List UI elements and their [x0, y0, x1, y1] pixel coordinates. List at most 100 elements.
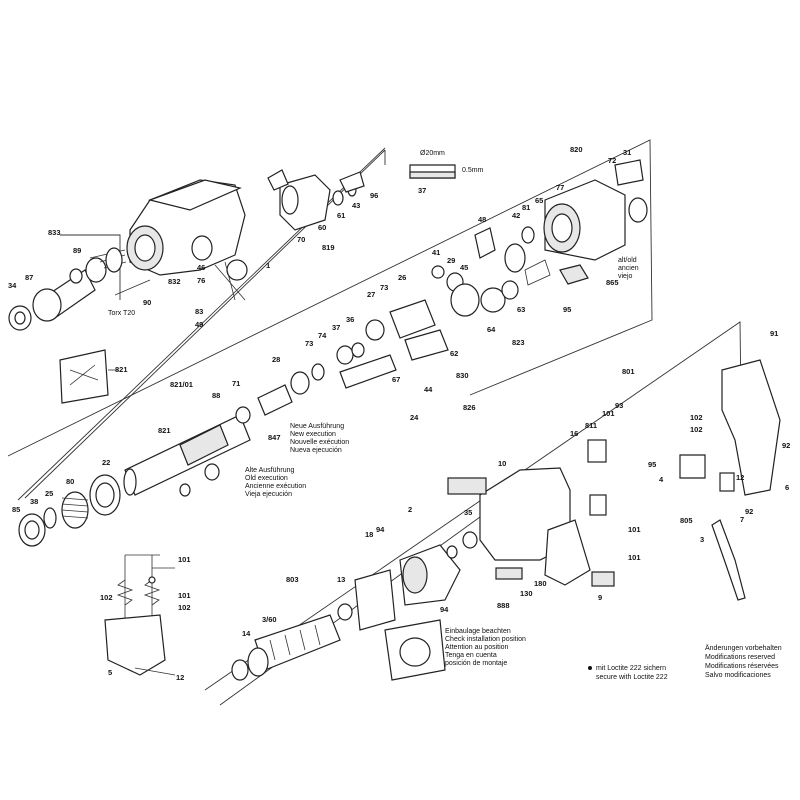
callout-130: 130: [520, 589, 533, 598]
callout-37: 37: [332, 323, 340, 332]
callout-61: 61: [337, 211, 345, 220]
callout-83: 83: [195, 307, 203, 316]
callout-101-w1: 101: [178, 555, 191, 564]
callout-25: 25: [45, 489, 53, 498]
detail-inset-821: [59, 349, 118, 404]
wiring-inset: 101 102 101 102 5 12: [100, 554, 191, 682]
callout-64: 64: [487, 325, 496, 334]
callout-36: 36: [346, 315, 354, 324]
callout-826: 826: [463, 403, 476, 412]
svg-text:Old execution: Old execution: [245, 475, 288, 482]
callout-94-b: 94: [440, 605, 449, 614]
spindle-assembly: [18, 342, 365, 547]
callout-44: 44: [424, 385, 433, 394]
callout-90: 90: [143, 298, 151, 307]
callout-9: 9: [598, 593, 602, 602]
callout-80: 80: [66, 477, 74, 486]
callout-28: 28: [272, 355, 280, 364]
callouts-spindle: 801 91 85 38 25 80 22 821: [12, 329, 778, 514]
callout-34: 34: [8, 281, 17, 290]
callout-2: 2: [408, 505, 412, 514]
note-installation: Einbaulage beachten Check installation p…: [445, 628, 526, 667]
callout-102-b: 102: [690, 425, 703, 434]
note-new-execution: Neue Ausführung New execution Nouvelle e…: [290, 423, 349, 454]
motor-bearing-housing: [521, 159, 648, 261]
callout-62: 62: [450, 349, 458, 358]
svg-text:mit Loctite 222 sichern: mit Loctite 222 sichern: [596, 665, 666, 672]
callout-803: 803: [286, 575, 299, 584]
callout-7: 7: [740, 515, 744, 524]
note-loctite: mit Loctite 222 sichern secure with Loct…: [588, 665, 668, 681]
callout-14: 14: [242, 629, 251, 638]
callout-832: 832: [168, 277, 181, 286]
svg-text:posición de montaje: posición de montaje: [445, 660, 507, 667]
callout-76: 76: [197, 276, 205, 285]
svg-text:Einbaulage beachten: Einbaulage beachten: [445, 628, 511, 635]
callout-96: 96: [370, 191, 378, 200]
callout-46: 46: [197, 263, 205, 272]
svg-text:Tenga en cuenta: Tenga en cuenta: [445, 652, 497, 659]
callout-102-w2: 102: [178, 603, 191, 612]
callout-45: 45: [460, 263, 468, 272]
callout-102-w1: 102: [100, 593, 113, 602]
svg-text:Modifications reserved: Modifications reserved: [705, 654, 775, 661]
callout-101-b: 101: [628, 525, 641, 534]
svg-text:Änderungen vorbehalten: Änderungen vorbehalten: [705, 644, 782, 652]
callout-101-w2: 101: [178, 591, 191, 600]
callout-821-a: 821: [115, 365, 128, 374]
callout-823: 823: [512, 338, 525, 347]
callout-29: 29: [447, 256, 455, 265]
callout-63: 63: [517, 305, 525, 314]
callouts-handle: 10 16 811 101 93 102 102 95 4 12 92 6 92…: [408, 401, 790, 610]
svg-text:New execution: New execution: [290, 431, 336, 438]
svg-text:Nueva ejecución: Nueva ejecución: [290, 447, 342, 454]
callout-60: 60: [318, 223, 326, 232]
callout-94-a: 94: [376, 525, 385, 534]
callout-101-a: 101: [602, 409, 615, 418]
svg-text:Modifications réservées: Modifications réservées: [705, 663, 779, 670]
callout-70: 70: [297, 235, 305, 244]
svg-text:Vieja ejecución: Vieja ejecución: [245, 491, 292, 498]
callout-48: 48: [478, 215, 486, 224]
callout-821-01: 821/01: [170, 380, 193, 389]
callout-43: 43: [352, 201, 360, 210]
svg-text:Ancienne exécution: Ancienne exécution: [245, 483, 306, 490]
callout-77: 77: [556, 183, 564, 192]
callout-92-b: 92: [745, 507, 753, 516]
svg-text:Neue Ausführung: Neue Ausführung: [290, 423, 344, 430]
callout-91: 91: [770, 329, 778, 338]
callout-821-b: 821: [158, 426, 171, 435]
callouts-motor: 18 94 803 13 3/60 14 94: [242, 525, 449, 638]
callouts-top-left: 833 89 87 34 90 Torx T20 70 60 61 43 96 …: [8, 191, 378, 329]
dim-diameter: Ø20mm: [420, 150, 445, 157]
callout-13: 13: [337, 575, 345, 584]
callout-833: 833: [48, 228, 61, 237]
callout-72: 72: [608, 156, 616, 165]
callout-31: 31: [623, 148, 631, 157]
callout-42: 42: [512, 211, 520, 220]
note-grease: alt/old ancien viejo: [618, 257, 639, 280]
callout-26: 26: [398, 273, 406, 282]
callout-101-c: 101: [628, 553, 641, 562]
callout-49: 49: [195, 320, 203, 329]
motor-field-armature: [231, 531, 478, 681]
callout-6: 6: [785, 483, 789, 492]
callout-73: 73: [380, 283, 388, 292]
callout-35: 35: [464, 508, 472, 517]
callout-87: 87: [25, 273, 33, 282]
callout-24: 24: [410, 413, 419, 422]
callout-73-b: 73: [305, 339, 313, 348]
callout-65: 65: [535, 196, 543, 205]
callout-5: 5: [108, 668, 112, 677]
dim-thickness: 0.5mm: [462, 167, 484, 174]
callout-92-a: 92: [782, 441, 790, 450]
callout-102-a: 102: [690, 413, 703, 422]
callout-819: 819: [322, 243, 335, 252]
note-modifications: Änderungen vorbehalten Modifications res…: [705, 644, 782, 679]
callout-847: 847: [268, 433, 281, 442]
callout-3: 3: [700, 535, 704, 544]
handle-housing: [447, 359, 781, 601]
callout-22: 22: [102, 458, 110, 467]
callout-18: 18: [365, 530, 373, 539]
